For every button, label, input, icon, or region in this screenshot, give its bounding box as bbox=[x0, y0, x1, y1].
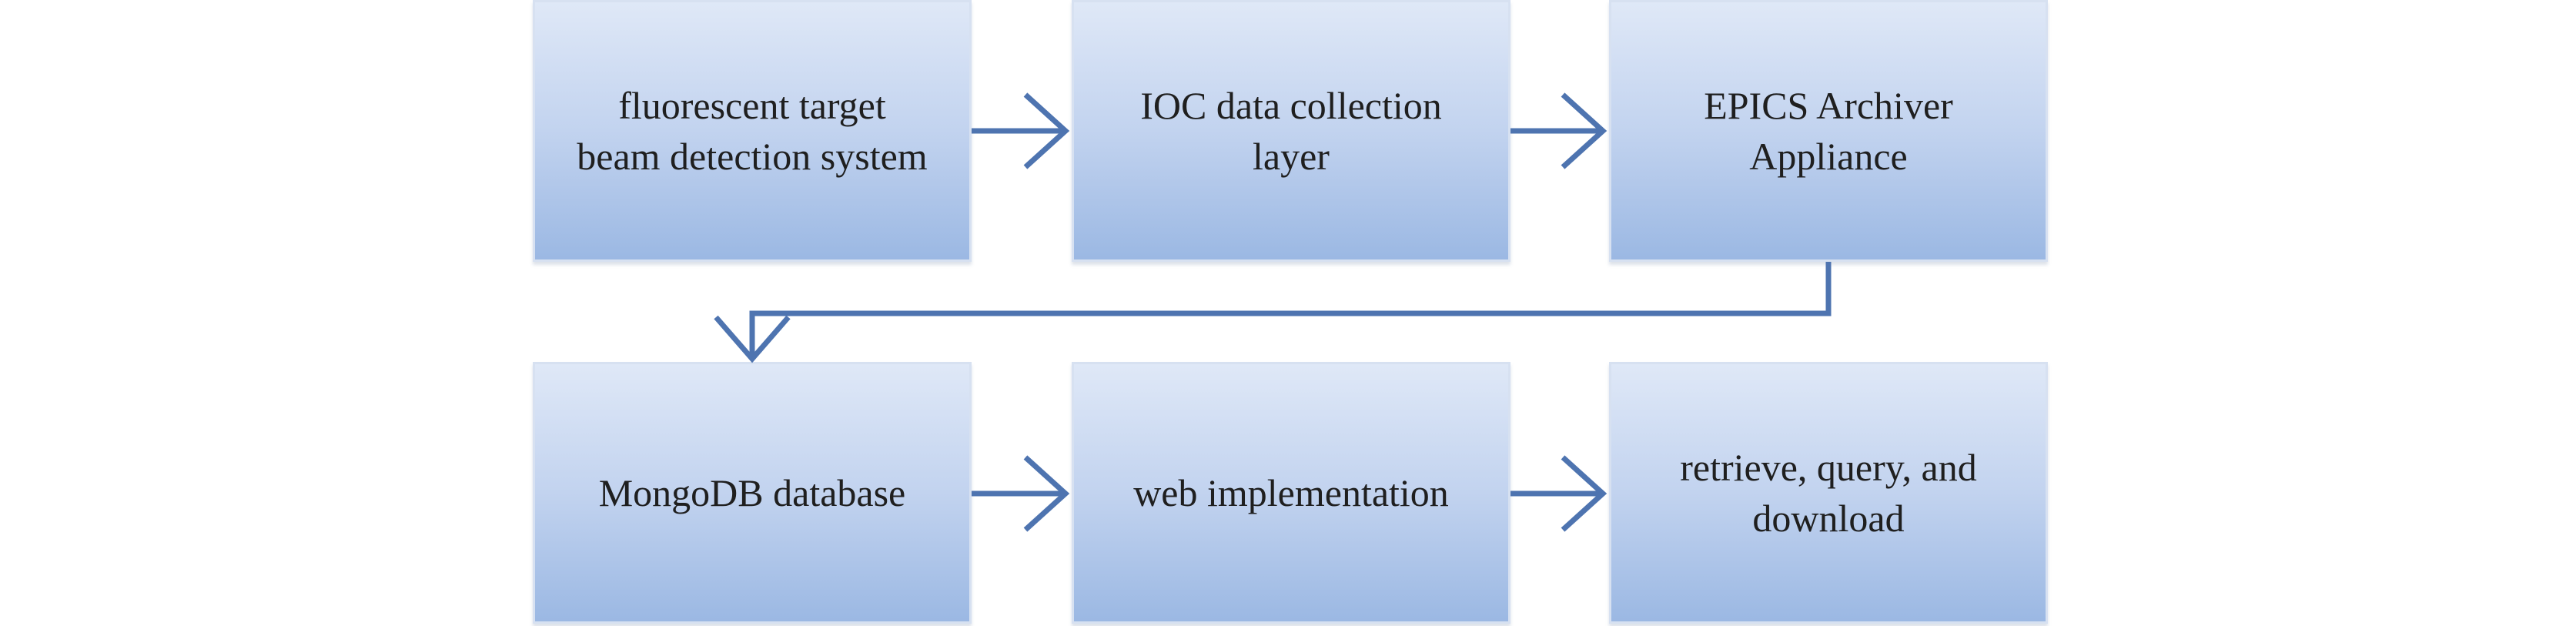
box-ioc-data-collection: IOC data collection layer bbox=[1072, 0, 1510, 262]
box-epics-archiver: EPICS Archiver Appliance bbox=[1609, 0, 2048, 262]
label-line-2: download bbox=[1752, 497, 1905, 540]
arrow-right-icon bbox=[1510, 92, 1607, 169]
box-label: EPICS Archiver Appliance bbox=[1688, 80, 1969, 182]
label-line-1: fluorescent target bbox=[618, 84, 886, 127]
box-fluorescent-target-system: fluorescent target beam detection system bbox=[533, 0, 972, 262]
label-line-2: beam detection system bbox=[577, 135, 928, 178]
box-web-implementation: web implementation bbox=[1072, 362, 1510, 624]
box-label: IOC data collection layer bbox=[1125, 80, 1457, 182]
box-label: retrieve, query, and download bbox=[1664, 442, 1992, 544]
box-label: MongoDB database bbox=[584, 467, 922, 518]
box-label: web implementation bbox=[1118, 467, 1464, 518]
arrow-right-icon bbox=[1510, 455, 1607, 532]
arrow-right-icon bbox=[972, 455, 1070, 532]
box-retrieve-query-download: retrieve, query, and download bbox=[1609, 362, 2048, 624]
label-line-2: Appliance bbox=[1749, 135, 1908, 178]
label-line-1: retrieve, query, and bbox=[1680, 446, 1977, 489]
label-line-1: MongoDB database bbox=[598, 471, 906, 514]
label-line-1: EPICS Archiver bbox=[1704, 84, 1953, 127]
label-line-2: layer bbox=[1253, 135, 1330, 178]
connector-arrow-icon bbox=[714, 262, 1832, 363]
box-mongodb-database: MongoDB database bbox=[533, 362, 972, 624]
label-line-1: web implementation bbox=[1133, 471, 1449, 514]
label-line-1: IOC data collection bbox=[1140, 84, 1442, 127]
arrow-right-icon bbox=[972, 92, 1070, 169]
box-label: fluorescent target beam detection system bbox=[561, 80, 942, 182]
